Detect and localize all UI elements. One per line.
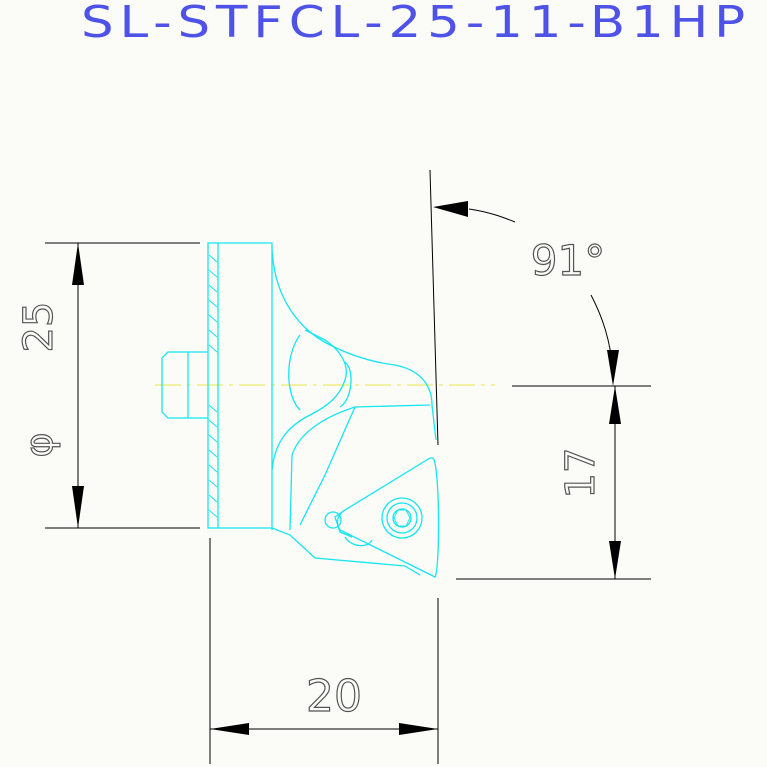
diameter-symbol: φ	[17, 432, 61, 457]
tool-holder-outline	[161, 242, 440, 578]
drawing-title: SL-STFCL-25-11-B1HP	[81, 0, 751, 48]
length-value: 20	[306, 671, 362, 722]
angle-label: 91°	[531, 236, 605, 285]
diameter-value: 25	[16, 302, 62, 353]
height-value: 17	[558, 448, 604, 499]
dimension-geometry	[45, 169, 651, 764]
